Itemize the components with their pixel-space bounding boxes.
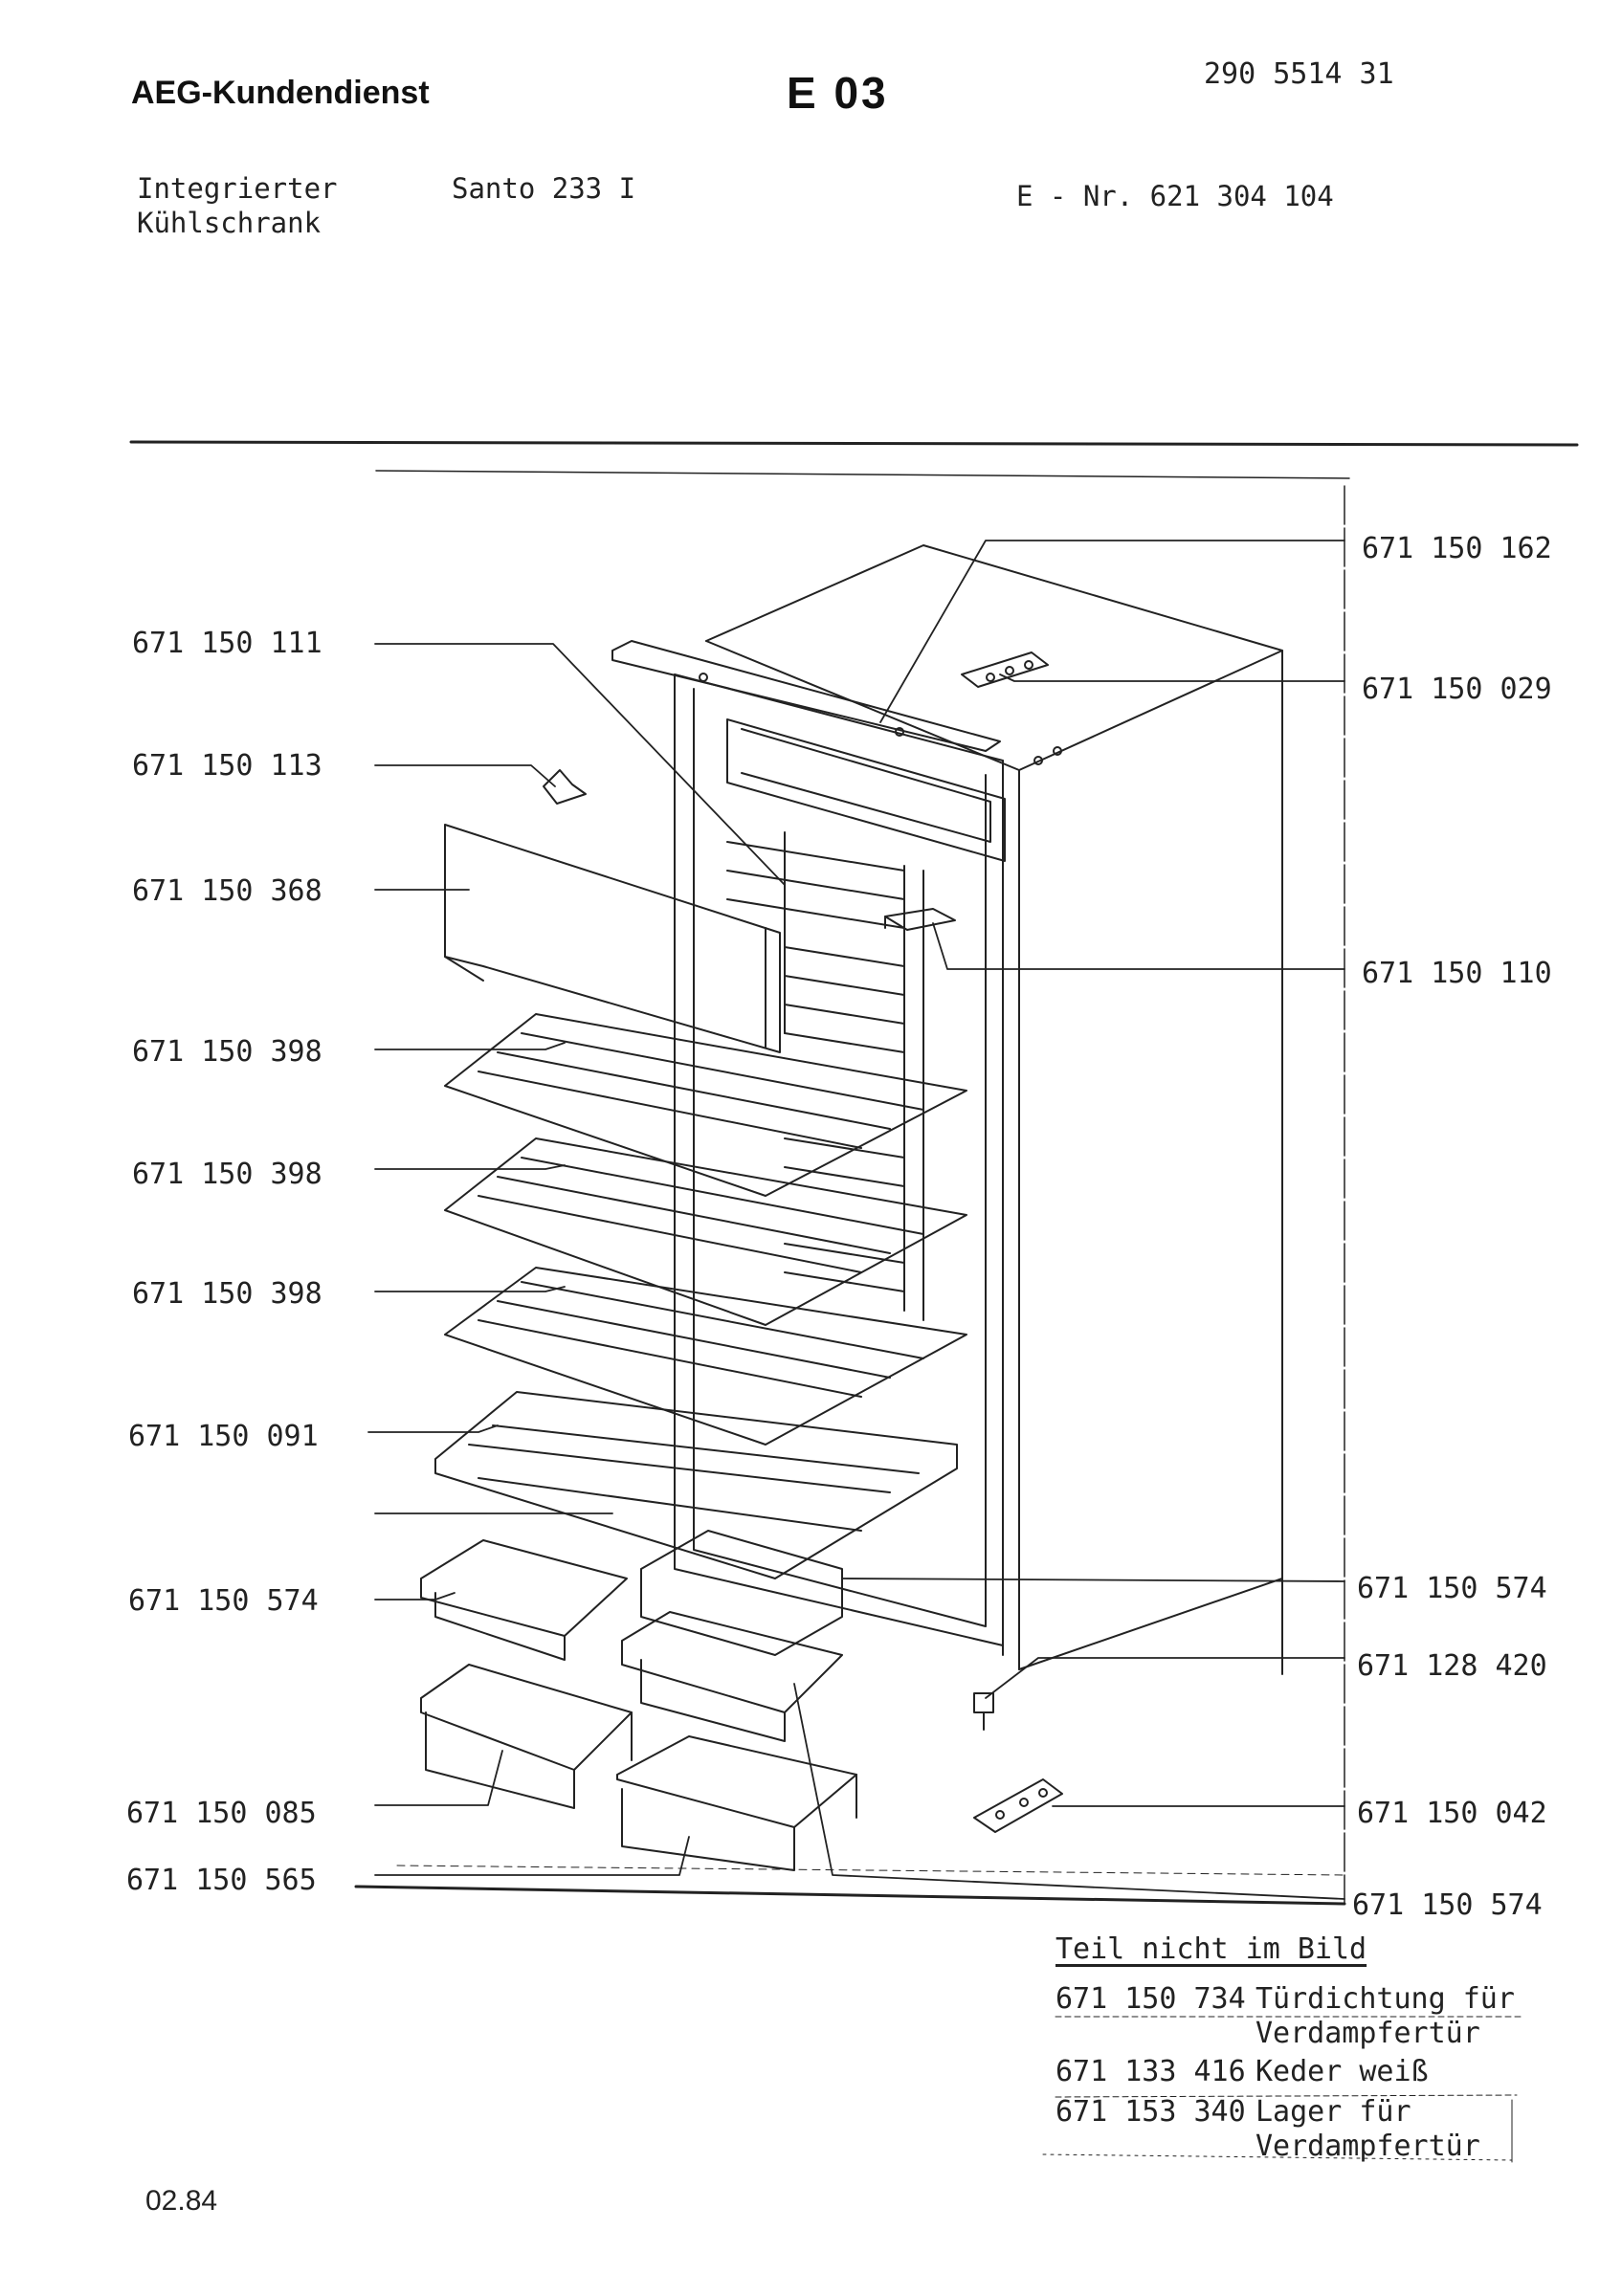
crisper-cover — [434, 1391, 958, 1579]
not-pictured-text: Lager für — [1255, 2095, 1411, 2129]
model-name: Santo 233 I — [452, 172, 636, 205]
door-bin-right — [621, 1530, 843, 1742]
part-label-right: 671 128 420 — [1357, 1649, 1547, 1683]
part-label-left: 671 150 113 — [132, 749, 322, 783]
cabinet-body — [611, 544, 1283, 1675]
part-label-right: 671 150 110 — [1362, 957, 1552, 990]
section-code: E 03 — [787, 68, 889, 118]
part-label-right: 671 150 162 — [1362, 532, 1552, 565]
door-bin-left — [420, 1539, 628, 1661]
part-label-left: 671 150 368 — [132, 874, 322, 908]
header-rule — [129, 440, 1579, 447]
not-pictured-lines — [1042, 2016, 1522, 2163]
e-number: E - Nr. 621 304 104 — [1016, 180, 1334, 212]
bracket-part — [884, 908, 956, 931]
glass-shelf-2 — [444, 1137, 967, 1326]
small-clip-part — [543, 769, 587, 805]
part-label-right: 671 150 574 — [1352, 1888, 1543, 1922]
not-pictured-number: 671 133 416 — [1055, 2055, 1246, 2088]
part-label-left: 671 150 111 — [132, 627, 322, 660]
bolt-part — [973, 1692, 994, 1731]
bottom-hinge-part — [973, 1778, 1063, 1833]
not-pictured-number: 671 153 340 — [1055, 2095, 1246, 2129]
leader-lines-left — [367, 643, 786, 1876]
not-pictured-text: Keder weiß — [1255, 2055, 1429, 2088]
brand-title: AEG-Kundendienst — [131, 75, 430, 111]
not-pictured-text: Verdampfertür — [1255, 2017, 1480, 2050]
drawing-top-line — [375, 470, 1350, 479]
part-label-left: 671 150 398 — [132, 1035, 322, 1069]
not-pictured-text: Verdampfertür — [1255, 2130, 1480, 2163]
crisper-drawer-left — [420, 1664, 633, 1809]
issue-date: 02.84 — [145, 2185, 218, 2217]
crisper-drawer-right — [616, 1735, 857, 1871]
glass-shelf-3 — [444, 1267, 967, 1446]
bottom-baseline — [354, 1885, 1346, 1906]
part-label-right: 671 150 042 — [1357, 1797, 1547, 1830]
part-label-left: 671 150 398 — [132, 1277, 322, 1311]
appliance-type-line2: Kühlschrank — [137, 207, 322, 239]
part-label-left: 671 150 574 — [128, 1584, 319, 1618]
back-rails — [726, 831, 924, 1321]
part-label-left: 671 150 085 — [126, 1797, 317, 1830]
appliance-type-line1: Integrierter — [137, 172, 338, 205]
part-label-left: 671 150 091 — [128, 1420, 319, 1453]
evaporator-door — [444, 824, 781, 1053]
part-label-right: 671 150 029 — [1362, 673, 1552, 706]
leader-lines-right — [793, 540, 1345, 1900]
part-label-right: 671 150 574 — [1357, 1572, 1547, 1605]
part-label-left: 671 150 398 — [132, 1158, 322, 1191]
part-label-left: 671 150 565 — [126, 1864, 317, 1897]
not-pictured-number: 671 150 734 — [1055, 1982, 1246, 2016]
glass-shelf-1 — [444, 1013, 967, 1197]
document-number: 290 5514 31 — [1204, 57, 1394, 91]
not-pictured-text: Türdichtung für — [1255, 1982, 1515, 2016]
not-pictured-title: Teil nicht im Bild — [1055, 1932, 1367, 1966]
